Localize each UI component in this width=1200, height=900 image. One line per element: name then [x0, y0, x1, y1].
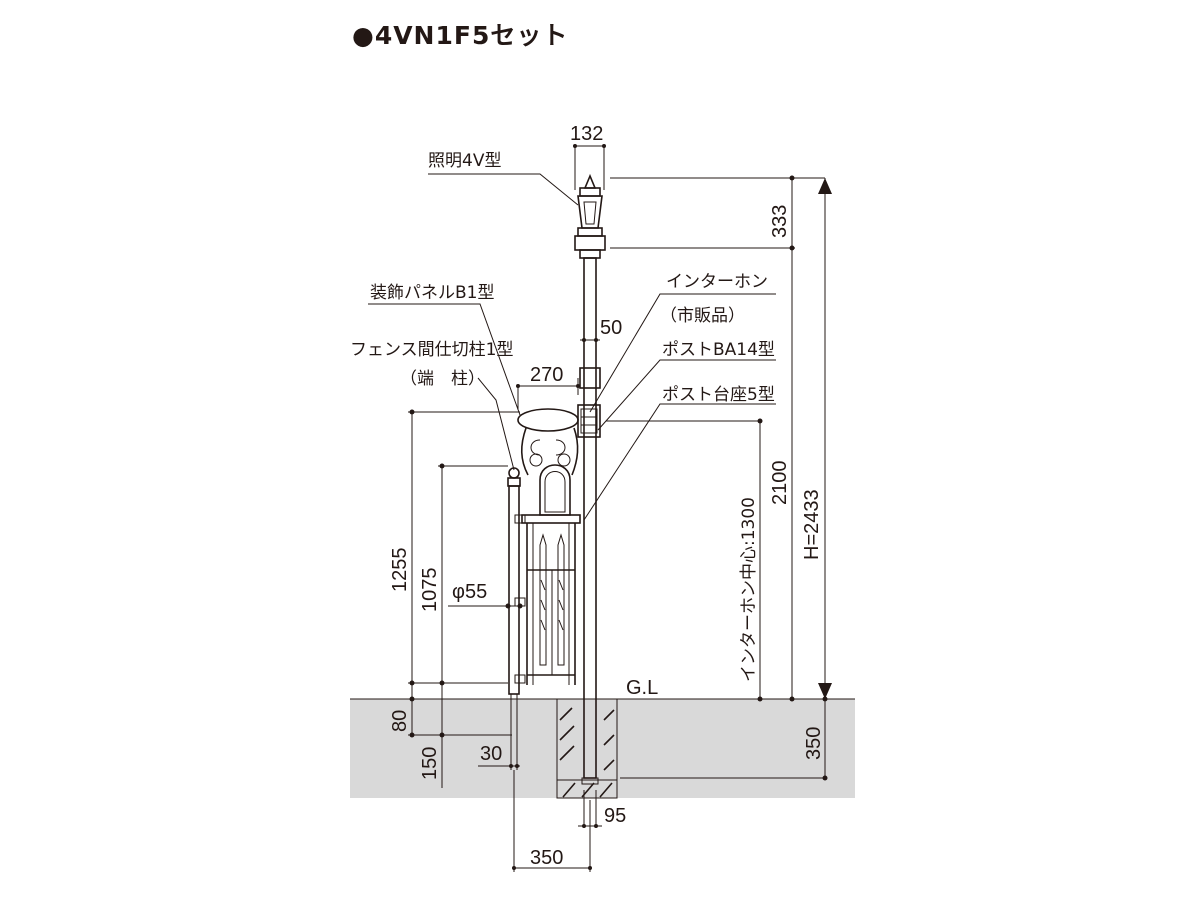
- dim-height-1255: 1255: [389, 548, 411, 593]
- label-post-base: ポスト台座5型: [662, 385, 775, 405]
- dim-width-95: 95: [604, 805, 626, 827]
- lantern: [574, 173, 606, 259]
- dim-depth-350: 350: [803, 727, 825, 760]
- end-post: [507, 467, 526, 770]
- diagram-title: ●4VN1F5セット: [352, 21, 569, 50]
- dim-height-1075: 1075: [419, 568, 441, 613]
- label-ground: G.L: [626, 677, 658, 699]
- dim-height-80: 80: [389, 710, 411, 732]
- leader-lines: [368, 173, 776, 521]
- dim-width-350: 350: [530, 847, 563, 869]
- label-intercom-note: （市販品）: [660, 306, 745, 326]
- dim-panel-width: 270: [530, 364, 563, 386]
- dim-light-height: 333: [769, 205, 791, 238]
- foundation-block: [556, 698, 618, 799]
- dim-light-width: 132: [570, 123, 603, 145]
- dim-total-height: H=2433: [801, 489, 823, 560]
- label-light: 照明4V型: [428, 151, 501, 171]
- dimension-lines: [408, 144, 832, 872]
- dim-intercom-center: インターホン中心:1300: [739, 497, 759, 682]
- label-fence-post: フェンス間仕切柱1型: [350, 340, 513, 360]
- label-post: ポストBA14型: [662, 340, 775, 360]
- decorative-panel: [517, 408, 581, 685]
- dim-height-2100: 2100: [769, 461, 791, 506]
- label-panel: 装飾パネルB1型: [370, 283, 494, 303]
- label-intercom: インターホン: [666, 272, 768, 292]
- dim-dia-55: φ55: [452, 581, 487, 603]
- intercom-unit: [577, 404, 601, 438]
- dim-pole-dia: 50: [600, 317, 622, 339]
- dim-depth-150: 150: [419, 747, 441, 780]
- label-end-post: （端 柱）: [400, 369, 485, 389]
- ground-band: [350, 699, 855, 798]
- dim-width-30: 30: [480, 743, 502, 765]
